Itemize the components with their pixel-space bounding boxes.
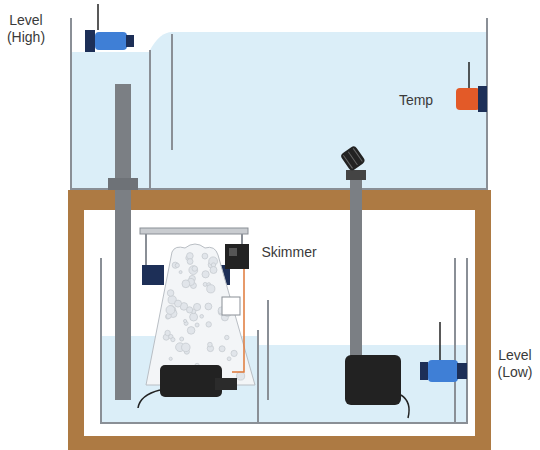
overflow-water	[72, 52, 150, 188]
valve	[222, 297, 240, 315]
tank-water	[150, 32, 486, 188]
sump-baffle	[267, 300, 269, 400]
level-high-sensor	[85, 4, 134, 52]
sump-baffle	[257, 330, 259, 423]
return-nozzle	[340, 145, 366, 172]
return-pump	[345, 355, 401, 405]
label: Skimmer	[254, 244, 324, 261]
label: Level (High)	[2, 12, 50, 46]
tank-glass	[71, 18, 487, 189]
baffle	[171, 34, 173, 150]
level-low-sensor	[420, 322, 467, 382]
return-pipe	[350, 178, 362, 368]
label: Level (Low)	[492, 347, 538, 381]
cabinet	[68, 190, 491, 450]
label: Temp	[392, 92, 440, 109]
skimmer-cup	[140, 228, 248, 234]
sump-water	[258, 345, 467, 422]
drain-pipe	[115, 84, 131, 400]
temp-sensor	[456, 62, 487, 112]
skimmer-body	[146, 244, 255, 385]
overflow-wall	[149, 50, 151, 189]
cabinet-opening	[84, 210, 475, 436]
bulkhead	[108, 178, 138, 190]
wire	[232, 269, 244, 372]
nozzle-base	[346, 170, 366, 180]
skimmer-collar	[142, 265, 164, 285]
sump-baffle	[454, 258, 456, 423]
skimmer-pump	[160, 365, 222, 397]
skimmer-controller	[225, 244, 249, 269]
